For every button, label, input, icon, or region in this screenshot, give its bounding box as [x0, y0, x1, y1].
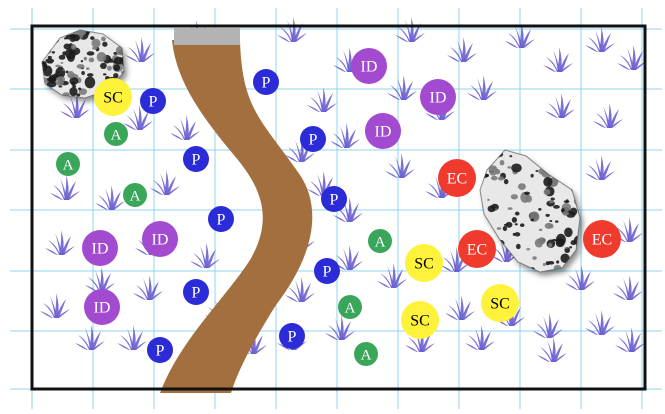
grass-tuft	[133, 275, 163, 300]
grass-tuft	[75, 325, 105, 350]
grass-tuft	[307, 87, 337, 112]
marker-label: A	[130, 188, 141, 204]
marker-label: SC	[414, 256, 434, 273]
grass-tuft	[385, 153, 415, 178]
grass-tuft	[467, 75, 497, 100]
grass-tuft	[533, 313, 563, 338]
marker-id: ID	[420, 79, 456, 115]
grass-tuft	[387, 75, 417, 100]
marker-label: ID	[430, 90, 447, 107]
marker-label: A	[63, 157, 74, 173]
marker-p: P	[183, 279, 209, 305]
marker-p: P	[279, 323, 305, 349]
marker-id: ID	[351, 48, 387, 84]
grass-tuft	[95, 185, 125, 210]
marker-label: EC	[467, 242, 487, 259]
grass-tuft	[45, 230, 75, 255]
marker-label: ID	[152, 232, 169, 249]
marker-p: P	[314, 258, 340, 284]
grass-tuft	[465, 325, 495, 350]
marker-id: ID	[142, 221, 178, 257]
grass-tuft	[543, 47, 573, 72]
marker-p: P	[321, 186, 347, 212]
marker-label: P	[309, 132, 318, 149]
grass-tuft	[613, 275, 643, 300]
marker-label: P	[156, 343, 165, 360]
grass-tuft	[593, 103, 623, 128]
grass-tuft	[565, 265, 595, 290]
grass-tuft	[50, 175, 80, 200]
marker-label: EC	[592, 232, 612, 249]
marker-ec: EC	[438, 159, 476, 197]
marker-label: P	[323, 264, 332, 281]
marker-ec: EC	[583, 220, 621, 258]
grass-tuft	[117, 325, 147, 350]
marker-label: ID	[92, 241, 109, 258]
marker-a: A	[354, 342, 378, 366]
marker-label: P	[192, 152, 201, 169]
marker-label: SC	[490, 296, 510, 313]
marker-sc: SC	[94, 78, 132, 116]
path-gate	[174, 28, 240, 45]
marker-p: P	[300, 126, 326, 152]
grass-tuft	[585, 27, 615, 52]
marker-sc: SC	[401, 301, 439, 339]
grass-tuft	[545, 93, 575, 118]
grass-tuft	[445, 295, 475, 320]
marker-label: A	[345, 300, 356, 316]
marker-p: P	[253, 69, 279, 95]
marker-label: P	[288, 329, 297, 346]
grass-tuft	[170, 115, 200, 140]
grass-tuft	[330, 123, 360, 148]
marker-label: ID	[375, 124, 392, 141]
marker-p: P	[208, 206, 234, 232]
marker-a: A	[104, 122, 128, 146]
marker-label: ID	[361, 59, 378, 76]
marker-a: A	[56, 152, 80, 176]
grass-tuft	[377, 263, 407, 288]
marker-id: ID	[82, 230, 118, 266]
marker-ec: EC	[458, 230, 496, 268]
marker-label: P	[149, 94, 158, 111]
marker-label: SC	[103, 90, 123, 107]
marker-id: ID	[84, 289, 120, 325]
grass-tuft	[125, 37, 155, 62]
grass-tuft	[537, 337, 567, 362]
marker-label: P	[262, 75, 271, 92]
marker-p: P	[140, 88, 166, 114]
marker-label: P	[192, 285, 201, 302]
marker-label: EC	[447, 171, 467, 188]
grass-tuft	[447, 37, 477, 62]
marker-p: P	[147, 337, 173, 363]
marker-label: A	[375, 234, 386, 250]
marker-sc: SC	[481, 284, 519, 322]
marker-label: A	[361, 347, 372, 363]
marker-label: A	[111, 127, 122, 143]
marker-a: A	[338, 295, 362, 319]
marker-a: A	[123, 183, 147, 207]
grass-tuft	[40, 293, 70, 318]
marker-label: SC	[410, 313, 430, 330]
marker-label: P	[217, 212, 226, 229]
grass-tuft	[585, 155, 615, 180]
marker-id: ID	[365, 113, 401, 149]
marker-label: ID	[94, 300, 111, 317]
marker-p: P	[183, 146, 209, 172]
marker-sc: SC	[405, 244, 443, 282]
marker-a: A	[368, 229, 392, 253]
marker-label: P	[330, 192, 339, 209]
